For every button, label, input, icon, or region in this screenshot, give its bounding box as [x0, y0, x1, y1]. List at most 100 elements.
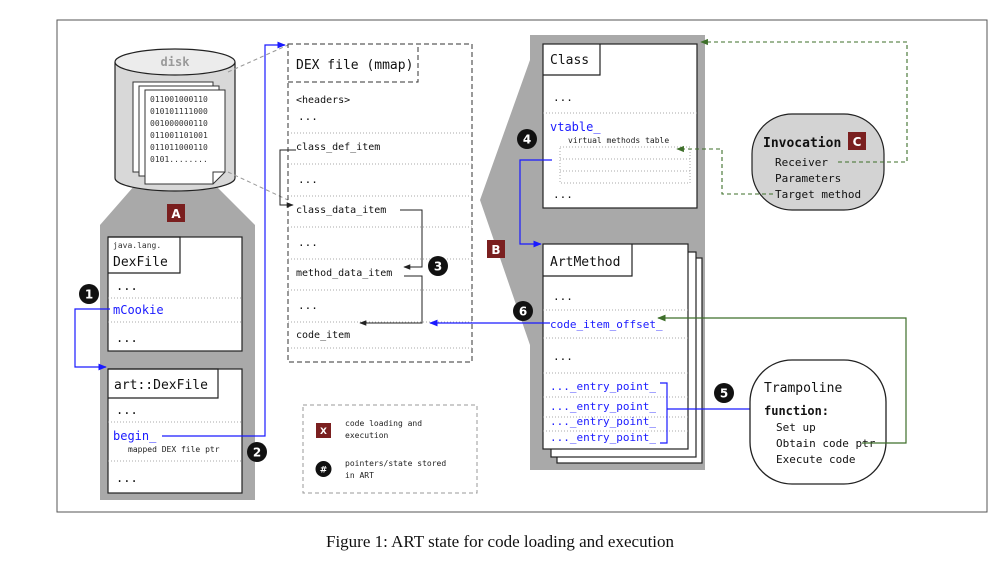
java-dexfile-title: DexFile [113, 255, 168, 270]
artmethod-title: ArtMethod [550, 255, 620, 270]
svg-text:1: 1 [85, 288, 93, 302]
java-dexfile-package: java.lang. [113, 241, 161, 250]
step-3-badge: 3 [428, 256, 448, 276]
dex-row: ... [298, 173, 318, 186]
begin-pointer-arrow [162, 41, 286, 437]
class-title: Class [550, 53, 589, 68]
dex-headers-row: <headers> [296, 95, 350, 106]
java-dexfile-row: ... [116, 279, 138, 293]
obtain-code-ptr-arrow [657, 314, 907, 444]
invocation-title: Invocation [763, 136, 841, 151]
marker-c: C [848, 132, 866, 150]
svg-text:B: B [491, 243, 500, 257]
java-dexfile-box: java.lang. DexFile ... mCookie ... [107, 236, 243, 352]
figure-caption: Figure 1: ART state for code loading and… [325, 532, 675, 551]
disk-bits-line: 0101........ [150, 155, 208, 164]
svg-text:5: 5 [720, 387, 728, 401]
legend-label: in ART [345, 471, 374, 480]
trampoline-item: Obtain code ptr [776, 437, 876, 450]
entry-point-field: ..._entry_point_ [550, 431, 656, 444]
svg-text:4: 4 [523, 133, 531, 147]
svg-text:A: A [171, 207, 181, 221]
svg-text:6: 6 [519, 305, 527, 319]
legend-label: pointers/state stored [345, 459, 446, 468]
invocation-box: Invocation Receiver Parameters Target me… [751, 113, 885, 211]
legend: X code loading and execution # pointers/… [302, 404, 478, 494]
dex-file-box: DEX file (mmap) <headers> ... class_def_… [287, 43, 473, 363]
vtable-to-artmethod-arrow [519, 159, 552, 248]
svg-text:3: 3 [434, 260, 442, 274]
step-2-badge: 2 [247, 442, 267, 462]
invocation-item: Parameters [775, 172, 841, 185]
dex-row: ... [298, 236, 318, 249]
disk-bits-line: 011011000110 [150, 143, 208, 152]
disk-bits-line: 010101111000 [150, 107, 208, 116]
vtable-field: vtable_ [550, 120, 601, 134]
artmethod-row: ... [553, 350, 573, 363]
mcookie-pointer-arrow [74, 308, 110, 371]
class-box: Class ... vtable_ virtual methods table … [542, 43, 698, 209]
disk-bits-line: 011001000110 [150, 95, 208, 104]
artmethod-box: ArtMethod ... code_item_offset_ ... ..._… [542, 243, 703, 464]
method-data-item-row: method_data_item [296, 268, 392, 279]
target-to-vtable-arrow [676, 145, 773, 195]
java-dexfile-row: ... [116, 331, 138, 345]
entry-points-bracket [660, 382, 668, 444]
artmethod-row: ... [553, 290, 573, 303]
disk-to-dex-projection [227, 44, 289, 73]
legend-marker-circle [315, 461, 332, 477]
class-def-to-data-arrow [279, 149, 296, 208]
class-data-to-method-arrow [400, 209, 423, 270]
disk-bits-line: 011001101001 [150, 131, 208, 140]
marker-a: A [167, 204, 185, 222]
dex-row: ... [298, 110, 318, 123]
legend-label: execution [345, 431, 389, 440]
svg-text:#: # [320, 466, 328, 476]
step-1-badge: 1 [79, 284, 99, 304]
dex-file-title: DEX file (mmap) [296, 58, 413, 73]
trampoline-title: Trampoline [764, 381, 842, 396]
art-dexfile-title: art::DexFile [114, 378, 208, 393]
dex-row: ... [298, 299, 318, 312]
trampoline-function: function: [764, 404, 829, 418]
svg-text:X: X [320, 427, 327, 437]
legend-marker-square [316, 423, 331, 438]
begin-note: mapped DEX file ptr [128, 445, 220, 454]
receiver-to-class-arrow [700, 38, 908, 163]
code-item-row: code_item [296, 330, 350, 341]
art-dexfile-row: ... [116, 403, 138, 417]
step-5-badge: 5 [714, 383, 734, 403]
disk-label: disk [161, 55, 191, 69]
entry-point-field: ..._entry_point_ [550, 415, 656, 428]
begin-field: begin_ [113, 429, 157, 443]
class-def-item-row: class_def_item [296, 142, 380, 153]
trampoline-box: Trampoline function: Set up Obtain code … [749, 359, 887, 485]
marker-b: B [487, 240, 505, 258]
invocation-item: Target method [775, 188, 861, 201]
disk-icon: disk 011001000110 010101111000 001000000… [114, 48, 236, 192]
vtable-entries [559, 146, 691, 184]
svg-text:C: C [853, 135, 862, 149]
code-item-offset-field: code_item_offset_ [550, 318, 663, 331]
vtable-note: virtual methods table [568, 136, 669, 145]
mcookie-field: mCookie [113, 303, 164, 317]
class-row: ... [553, 188, 573, 201]
entry-point-field: ..._entry_point_ [550, 400, 656, 413]
svg-text:2: 2 [253, 446, 261, 460]
class-row: ... [553, 91, 573, 104]
disk-to-dex-projection [227, 171, 289, 201]
art-dexfile-box: art::DexFile ... begin_ mapped DEX file … [107, 368, 243, 494]
trampoline-item: Set up [776, 421, 816, 434]
step-6-badge: 6 [513, 301, 533, 321]
trampoline-item: Execute code [776, 453, 855, 466]
disk-bits-line: 001000000110 [150, 119, 208, 128]
art-dexfile-row: ... [116, 471, 138, 485]
entry-point-field: ..._entry_point_ [550, 380, 656, 393]
legend-label: code loading and [345, 419, 422, 428]
invocation-item: Receiver [775, 156, 828, 169]
figure-frame [56, 19, 988, 513]
method-data-to-code-arrow [359, 275, 423, 326]
class-data-item-row: class_data_item [296, 205, 386, 216]
step-4-badge: 4 [517, 129, 537, 149]
